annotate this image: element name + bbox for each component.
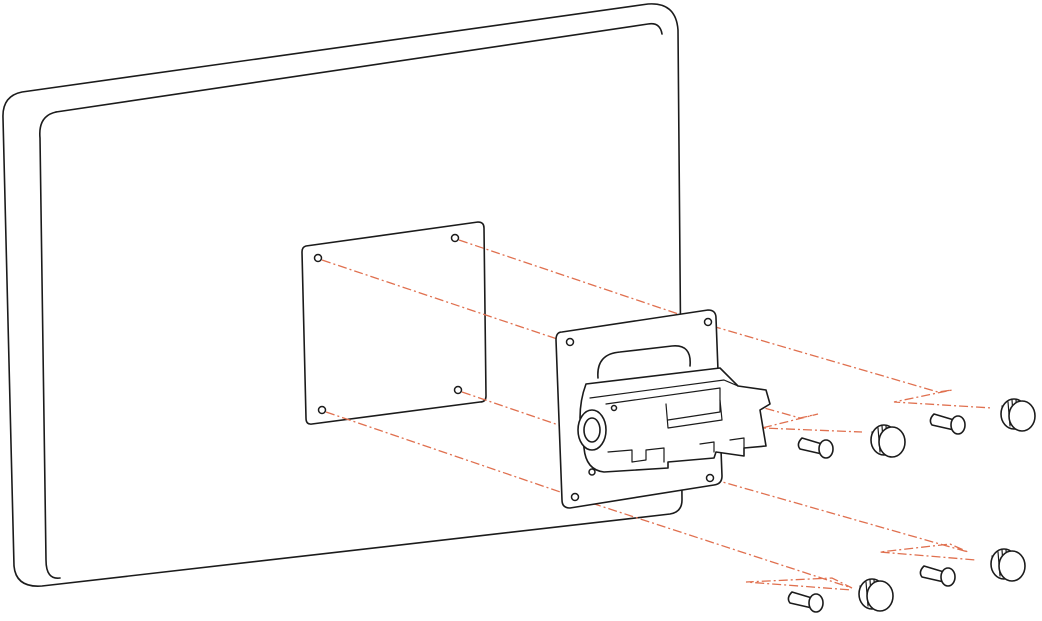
bracket-clamp-notch xyxy=(665,399,723,429)
bracket-hole-top-left xyxy=(565,337,575,347)
vesa-mounting-pad xyxy=(301,221,487,425)
knob-face xyxy=(1008,400,1036,432)
pad-hole-top-right xyxy=(450,233,460,243)
thumb-knob-4 xyxy=(858,578,894,612)
screw-head xyxy=(818,439,834,459)
monitor-back xyxy=(2,3,683,587)
pad-hole-bottom-right xyxy=(453,385,463,395)
monitor-outer-edge xyxy=(2,3,683,587)
thumb-knob-1 xyxy=(1000,398,1036,432)
knob-face xyxy=(878,426,906,458)
screw-head xyxy=(808,593,824,613)
monitor-inner-edge xyxy=(55,22,663,113)
hardware xyxy=(787,398,1036,613)
mounting-bracket xyxy=(555,309,771,509)
bracket-pin xyxy=(610,404,618,412)
screw-head xyxy=(950,415,966,435)
screw-shaft xyxy=(797,437,823,455)
bracket-hole-mid-left xyxy=(588,468,596,476)
thumb-knob-3 xyxy=(990,548,1026,582)
screw-2 xyxy=(797,437,834,459)
bracket-hole-bottom-left xyxy=(570,492,580,502)
guide-top-right xyxy=(458,239,993,409)
pad-hole-top-left xyxy=(313,253,323,263)
vesa-pad-outline xyxy=(301,221,487,425)
screw-shaft xyxy=(919,565,945,583)
bracket-hole-bottom-right xyxy=(705,473,715,483)
bracket-pivot-barrel xyxy=(577,409,607,451)
guide-bottom-left xyxy=(325,411,853,591)
bracket-pivot-bore xyxy=(583,417,601,443)
thumb-knob-2 xyxy=(870,424,906,458)
pad-hole-bottom-left xyxy=(317,405,327,415)
bracket-clamp-top-edge xyxy=(589,379,739,399)
bracket-hole-top-right xyxy=(703,317,713,327)
knob-face xyxy=(998,550,1026,582)
bracket-clamp-lower xyxy=(607,437,745,463)
screw-head xyxy=(940,567,956,587)
bracket-slot xyxy=(597,345,691,379)
monitor-inner-left xyxy=(39,111,61,579)
knob-face xyxy=(866,580,894,612)
screw-shaft xyxy=(929,413,955,431)
screw-1 xyxy=(929,413,966,435)
bracket-clamp-body xyxy=(579,367,771,473)
screw-4 xyxy=(787,591,824,613)
screw-3 xyxy=(919,565,956,587)
screw-shaft xyxy=(787,591,813,609)
